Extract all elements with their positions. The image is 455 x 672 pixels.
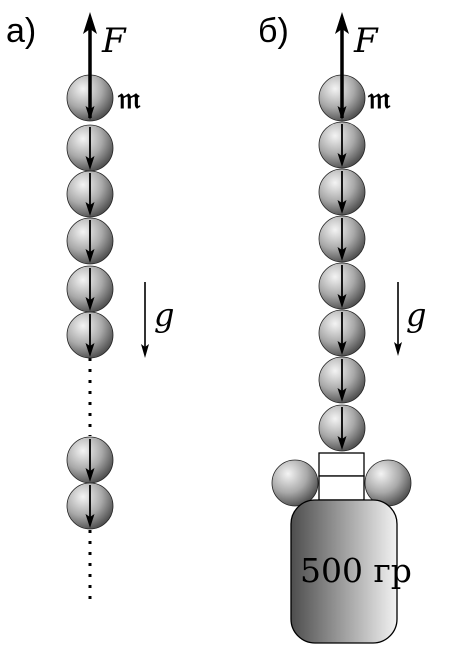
force-arrow-a (83, 12, 97, 118)
ball-a-4 (66, 217, 114, 265)
side-ball-right (364, 459, 412, 507)
ball-b-2 (318, 121, 366, 169)
panel-b: б) 500 гр F 𝔪 g (258, 12, 426, 644)
ball-b-6 (318, 309, 366, 357)
ball-a-3 (66, 170, 114, 218)
ball-b-4 (318, 215, 366, 263)
force-arrow-b (335, 12, 349, 118)
ball-b-5 (318, 262, 366, 310)
ball-b-7 (318, 356, 366, 404)
weight-label: 500 гр (300, 551, 412, 590)
ball-b-8 (318, 404, 366, 452)
gravity-arrow-b (394, 282, 402, 356)
weight-connector (318, 452, 365, 501)
weight-body (290, 499, 398, 644)
force-label-a: F (101, 21, 127, 61)
ball-a-7 (66, 436, 114, 484)
ball-a-6 (66, 311, 114, 359)
panel-b-label: б) (258, 12, 289, 50)
gravity-label-a: g (154, 296, 174, 334)
ball-a-2 (66, 124, 114, 172)
side-ball-left (271, 459, 319, 507)
gravity-label-b: g (406, 296, 426, 334)
ball-chain-a (66, 74, 114, 530)
panel-a-label: a) (6, 12, 36, 50)
ball-a-8 (66, 482, 114, 530)
mass-label-a: 𝔪 (117, 81, 141, 116)
ball-chain-b (318, 74, 366, 452)
force-label-b: F (353, 21, 379, 61)
panel-a: a) F 𝔪 g (6, 12, 174, 602)
ball-b-3 (318, 168, 366, 216)
ball-a-5 (66, 265, 114, 313)
gravity-arrow-a (141, 282, 149, 358)
mass-label-b: 𝔪 (367, 81, 391, 116)
